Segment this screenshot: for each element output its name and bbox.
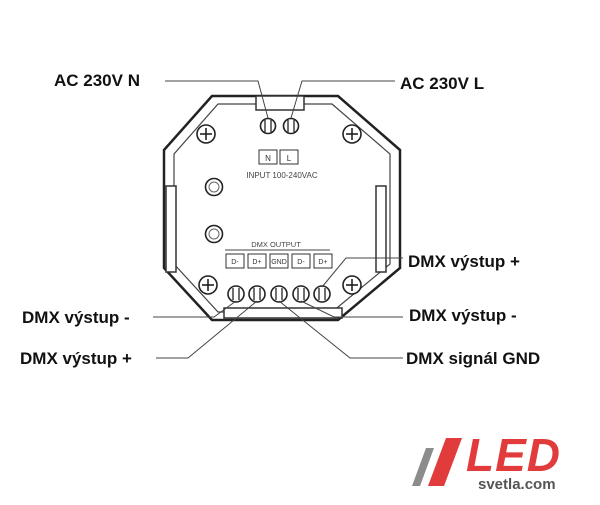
input-terminal-n-label: N — [265, 154, 271, 163]
mount-screw-top-right — [342, 124, 362, 144]
logo-stripes-icon — [412, 438, 462, 486]
mount-screw-bottom-right — [342, 275, 362, 295]
mount-screw-top-left — [196, 124, 216, 144]
side-clip-left — [165, 185, 177, 273]
output-label-box-4 — [291, 253, 311, 269]
leader-dmx-plus-right — [321, 257, 403, 288]
callout-dmx-minus-left: DMX výstup - — [22, 308, 130, 327]
leader-dmx-minus-left — [153, 300, 237, 318]
input-voltage-label: INPUT 100-240VAC — [246, 171, 318, 180]
leader-ac-l — [290, 80, 395, 119]
input-label-box-l — [279, 149, 299, 165]
input-terminal-l-label: L — [287, 154, 292, 163]
output-terminal-5-label: D+ — [318, 259, 327, 266]
output-screw-3 — [270, 285, 288, 303]
input-terminal-housing — [255, 95, 305, 111]
leader-dmx-plus-left — [156, 300, 258, 359]
output-label-box-3 — [269, 253, 289, 269]
callout-ac-l: AC 230V L — [400, 74, 485, 93]
dmx-output-header: DMX OUTPUT — [251, 240, 301, 249]
round-button-upper — [204, 177, 224, 197]
bottom-bar — [223, 307, 343, 319]
output-terminal-4-label: D- — [297, 259, 305, 266]
leader-ac-n — [165, 80, 269, 119]
leader-dmx-gnd — [278, 300, 403, 359]
output-terminal-1-label: D- — [231, 259, 239, 266]
leader-dmx-minus-right — [300, 300, 403, 318]
output-screw-2 — [248, 285, 266, 303]
callout-dmx-gnd: DMX signál GND — [406, 349, 541, 368]
callout-dmx-minus-right: DMX výstup - — [409, 306, 517, 325]
input-screw-l — [282, 117, 300, 135]
output-label-box-5 — [313, 253, 333, 269]
callout-ac-n: AC 230V N — [54, 71, 140, 90]
callout-dmx-plus-left: DMX výstup + — [20, 349, 132, 368]
output-label-box-2 — [247, 253, 267, 269]
output-label-box-1 — [225, 253, 245, 269]
logo-brand: LED — [466, 429, 561, 481]
output-terminal-2-label: D+ — [252, 259, 261, 266]
output-terminal-3-label: GND — [271, 259, 287, 266]
input-label-box-n — [258, 149, 278, 165]
side-clip-right — [375, 185, 387, 273]
output-screw-4 — [292, 285, 310, 303]
round-button-lower — [204, 224, 224, 244]
output-screw-1 — [227, 285, 245, 303]
callout-dmx-plus-right: DMX výstup + — [408, 252, 520, 271]
output-screw-5 — [313, 285, 331, 303]
input-screw-n — [259, 117, 277, 135]
logo-website: svetla.com — [478, 476, 556, 493]
mount-screw-bottom-left — [198, 275, 218, 295]
